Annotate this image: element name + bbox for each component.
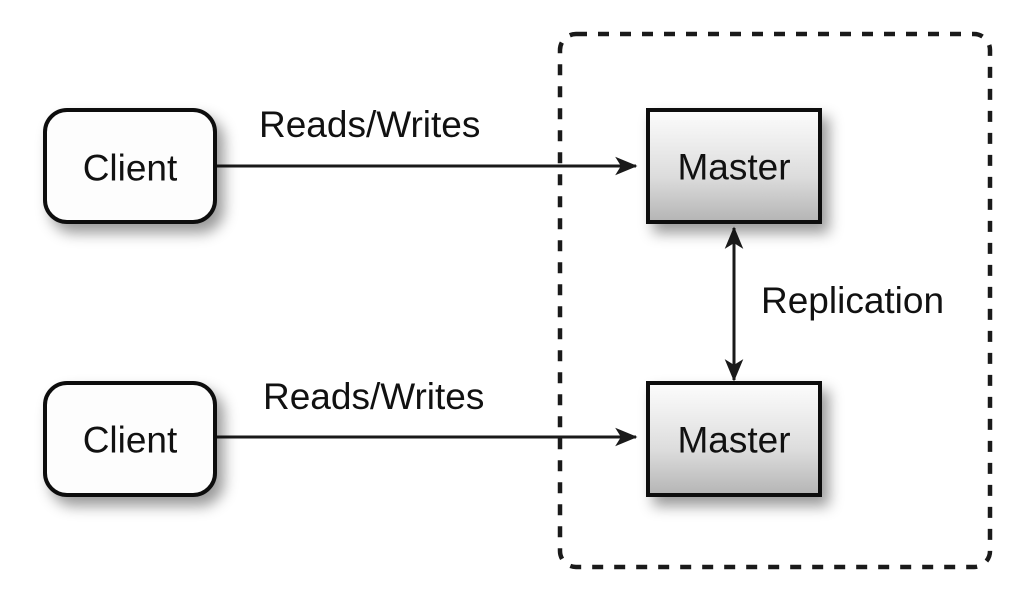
master-top-label: Master <box>677 147 790 188</box>
edge-label-reads-writes-bottom: Reads/Writes <box>263 376 484 417</box>
client-bottom-label: Client <box>83 420 178 461</box>
edge-reads-writes-top: Reads/Writes <box>216 104 638 176</box>
edge-label-replication: Replication <box>761 280 944 321</box>
master-top-shape[interactable] <box>646 108 822 224</box>
node-client-bottom[interactable] <box>43 381 217 497</box>
edge-label-reads-writes-top: Reads/Writes <box>259 104 480 145</box>
edge-replication: Replication <box>724 226 944 382</box>
edge-reads-writes-bottom: Reads/Writes <box>216 376 638 447</box>
client-bottom-shape[interactable] <box>43 381 217 497</box>
node-master-bottom[interactable] <box>646 381 822 497</box>
client-top-label: Client <box>83 148 178 189</box>
master-bottom-label: Master <box>677 420 790 461</box>
node-client-top[interactable] <box>43 108 217 224</box>
cluster-boundary <box>557 31 993 570</box>
client-top-shape[interactable] <box>43 108 217 224</box>
node-master-top[interactable] <box>646 108 822 224</box>
master-bottom-shape[interactable] <box>646 381 822 497</box>
